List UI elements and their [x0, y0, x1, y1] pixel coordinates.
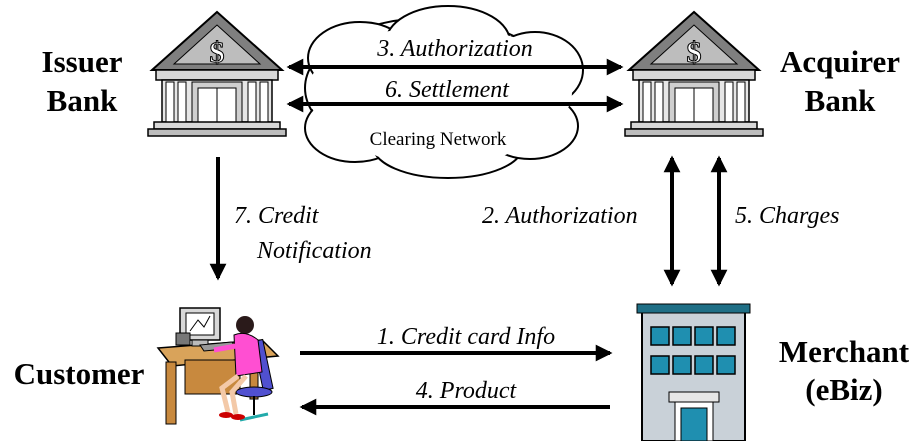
charges-label: 5. Charges — [735, 203, 839, 229]
acquirer-label-line1: Acquirer — [780, 44, 900, 79]
acquirer-label-line2: Bank — [805, 83, 876, 118]
issuer-label-line1: Issuer — [42, 44, 123, 79]
merchant-building-icon — [636, 303, 751, 442]
authorization-banks-label: 3. Authorization — [376, 36, 533, 62]
merchant-label-line1: Merchant — [779, 334, 910, 369]
acquirer-bank-label: Acquirer Bank — [780, 44, 900, 118]
settlement-label: 6. Settlement — [385, 77, 510, 103]
product-label: 4. Product — [416, 378, 518, 404]
credit-card-info-label: 1. Credit card Info — [377, 324, 555, 350]
credit-notification-label-line2: Notification — [256, 238, 372, 264]
merchant-label-line2: (eBiz) — [805, 372, 882, 407]
issuer-bank-icon — [147, 11, 287, 137]
clearing-network-label: Clearing Network — [370, 129, 507, 150]
acquirer-bank-icon — [624, 11, 764, 137]
issuer-bank-label: Issuer Bank — [42, 44, 123, 118]
customer-computer-icon — [156, 307, 280, 425]
credit-notification-label-line1: 7. Credit — [234, 203, 320, 229]
authorization-merchant-label: 2. Authorization — [482, 203, 638, 229]
merchant-label: Merchant (eBiz) — [779, 334, 910, 407]
issuer-label-line2: Bank — [47, 83, 118, 118]
customer-label: Customer — [14, 356, 145, 391]
